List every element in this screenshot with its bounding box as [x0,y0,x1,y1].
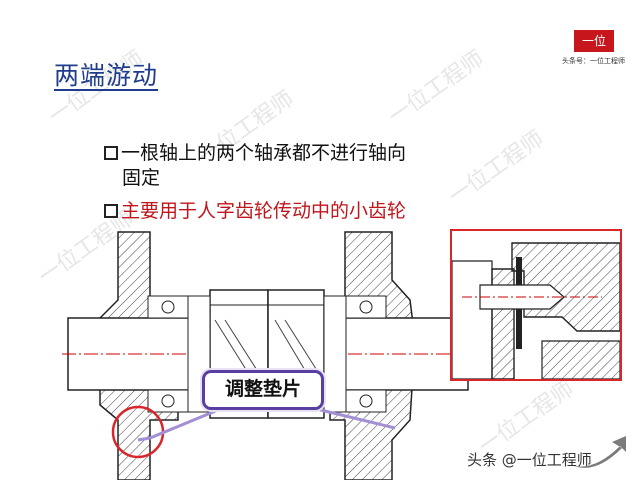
checkbox-bullet-icon [104,146,118,160]
brand-logo-subtext: 头条号：一位工程师 [562,57,625,65]
bullet-1-continued: 固定 [122,167,161,189]
callout-adjusting-shim: 调整垫片 [202,370,324,410]
bullet-1: 一根轴上的两个轴承都不进行轴向 [104,141,406,165]
bullet-1-text: 一根轴上的两个轴承都不进行轴向 [121,142,407,164]
bullet-2: 主要用于人字齿轮传动中的小齿轮 [104,199,406,223]
shaft-section [62,231,470,480]
detail-view-drawing [451,242,621,380]
scroll-up-icon[interactable] [566,430,632,476]
source-credit: 头条 @一位工程师 [467,451,592,469]
checkbox-bullet-icon [104,204,118,218]
brand-logo: 一位 [574,30,614,52]
bullet-2-text: 主要用于人字齿轮传动中的小齿轮 [121,200,407,222]
detail-view-frame [450,229,622,381]
page-title: 两端游动 [54,61,159,90]
